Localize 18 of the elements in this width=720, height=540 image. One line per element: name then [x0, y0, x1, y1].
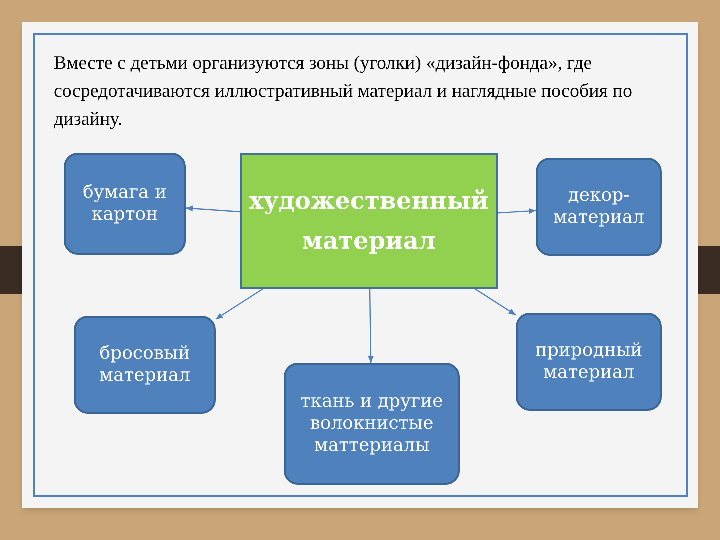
category-box: [284, 363, 460, 485]
node-label: бумага и картон: [82, 182, 168, 226]
category-box: [536, 158, 662, 256]
node-label: художественный материал: [249, 185, 489, 257]
central-box: [240, 153, 498, 289]
intro-paragraph: Вместе с детьми организуются зоны (уголки) «дизайн-фонда», где сосредотачиваются иллюстративный материал и наглядные пособия по дизайну.: [54, 52, 634, 132]
node-label: бросовый материал: [98, 343, 192, 387]
arrow: [368, 289, 374, 364]
arrow: [474, 288, 516, 316]
node-label: природный материал: [534, 340, 644, 384]
arrow: [216, 288, 264, 320]
category-box: [516, 313, 662, 411]
node-label: ткань и другие волокнистые маттериалы: [300, 391, 444, 457]
node-label: декор-материал: [552, 185, 646, 229]
arrow: [186, 206, 240, 213]
category-box: [74, 316, 216, 414]
arrow: [498, 208, 536, 214]
category-box: [64, 153, 186, 255]
